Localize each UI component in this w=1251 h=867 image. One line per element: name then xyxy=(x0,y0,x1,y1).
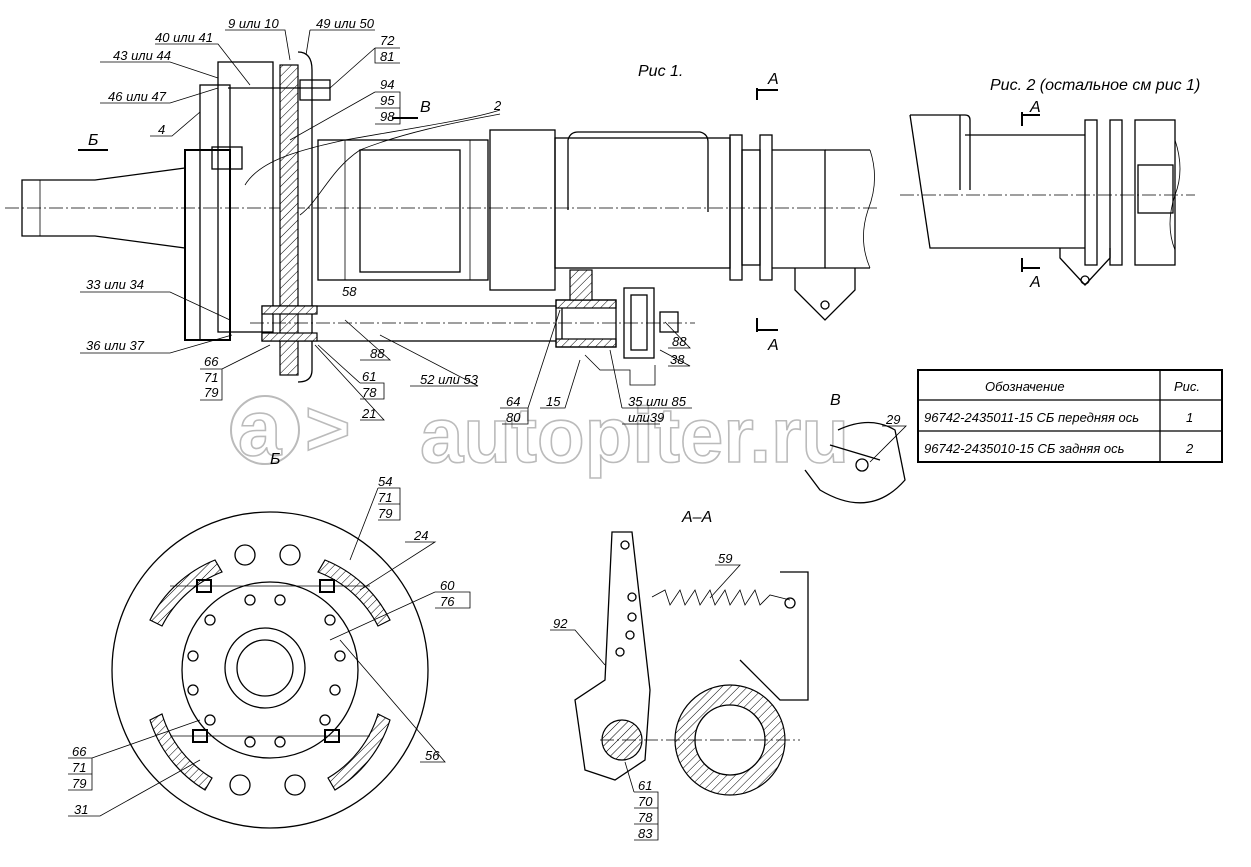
callout: 79 xyxy=(204,385,218,400)
leader-lines xyxy=(68,29,907,841)
callout: 81 xyxy=(380,49,394,64)
callout: 92 xyxy=(553,616,568,631)
fig2-rear-axle xyxy=(900,114,1195,286)
callout: 38 xyxy=(670,352,685,367)
callout: 31 xyxy=(74,802,88,817)
callout: 66 xyxy=(72,744,87,759)
slack-adjuster-section xyxy=(574,531,809,796)
callout: 43 или 44 xyxy=(113,48,171,63)
svg-text:>: > xyxy=(305,384,351,472)
fig2-title: Рис. 2 (остальное см рис 1) xyxy=(990,77,1200,94)
callout: 29 xyxy=(885,412,900,427)
callout: 61 xyxy=(638,778,652,793)
callout: 80 xyxy=(506,410,521,425)
callout: 94 xyxy=(380,77,394,92)
callout: 79 xyxy=(72,776,86,791)
callout: или39 xyxy=(628,410,664,425)
section-mark-a: А xyxy=(1029,99,1041,116)
callout: 52 или 53 xyxy=(420,372,479,387)
section-marks xyxy=(78,88,1040,332)
callout: 66 xyxy=(204,354,219,369)
callout: 4 xyxy=(158,122,165,137)
fig1-title: Рис 1. xyxy=(638,63,683,80)
callout: 49 или 50 xyxy=(316,16,375,31)
callout: 83 xyxy=(638,826,653,841)
callout: 21 xyxy=(361,406,376,421)
section-mark-a: А xyxy=(767,71,779,88)
table-cell-designation: 96742-2435010-15 СБ задняя ось xyxy=(924,441,1125,456)
table-header-designation: Обозначение xyxy=(985,379,1065,394)
svg-text:autopiter.ru: autopiter.ru xyxy=(420,391,849,479)
svg-text:a: a xyxy=(238,384,282,472)
callout: 76 xyxy=(440,594,455,609)
callout: 36 или 37 xyxy=(86,338,145,353)
watermark-logo: a > autopiter.ru xyxy=(230,383,850,480)
section-mark-a: А xyxy=(1029,274,1041,291)
view-b-detail-label: Б xyxy=(270,451,280,468)
table-cell-designation: 96742-2435011-15 СБ передняя ось xyxy=(924,410,1139,425)
callout: 79 xyxy=(378,506,392,521)
callout: 58 xyxy=(342,284,357,299)
brake-drum-view xyxy=(111,511,429,829)
callout: 24 xyxy=(413,528,428,543)
view-b-mark: Б xyxy=(88,132,98,149)
callout: 9 или 10 xyxy=(228,16,279,31)
section-title: А–А xyxy=(681,509,712,526)
callout: 59 xyxy=(718,551,732,566)
callout: 54 xyxy=(378,474,392,489)
callout: 46 или 47 xyxy=(108,89,167,104)
table-cell-fig: 2 xyxy=(1185,441,1194,456)
callout: 71 xyxy=(72,760,86,775)
section-mark-a: А xyxy=(767,337,779,354)
designation-table: Обозначение Рис. 96742-2435011-15 СБ пер… xyxy=(917,369,1223,463)
callout-labels: 9 или 10 49 или 50 40 или 41 43 или 44 7… xyxy=(72,16,900,841)
callout: 56 xyxy=(425,748,440,763)
callout: 71 xyxy=(378,490,392,505)
callout: 35 или 85 xyxy=(628,394,687,409)
table-cell-fig: 1 xyxy=(1186,410,1193,425)
view-v-detail xyxy=(804,421,906,504)
callout: 70 xyxy=(638,794,653,809)
callout: 40 или 41 xyxy=(155,30,213,45)
callout: 2 xyxy=(493,98,502,113)
callout: 78 xyxy=(362,385,377,400)
callout: 95 xyxy=(380,93,395,108)
callout: 33 или 34 xyxy=(86,277,144,292)
callout: 88 xyxy=(370,346,385,361)
table-header-fig: Рис. xyxy=(1174,379,1200,394)
callout: 88 xyxy=(672,334,687,349)
callout: 60 xyxy=(440,578,455,593)
callout: 72 xyxy=(380,33,395,48)
callout: 15 xyxy=(546,394,561,409)
view-v-mark: В xyxy=(420,99,431,116)
callout: 78 xyxy=(638,810,653,825)
callout: 98 xyxy=(380,109,395,124)
callout: 71 xyxy=(204,370,218,385)
view-v-detail-label: В xyxy=(830,392,841,409)
callout: 61 xyxy=(362,369,376,384)
callout: 64 xyxy=(506,394,520,409)
